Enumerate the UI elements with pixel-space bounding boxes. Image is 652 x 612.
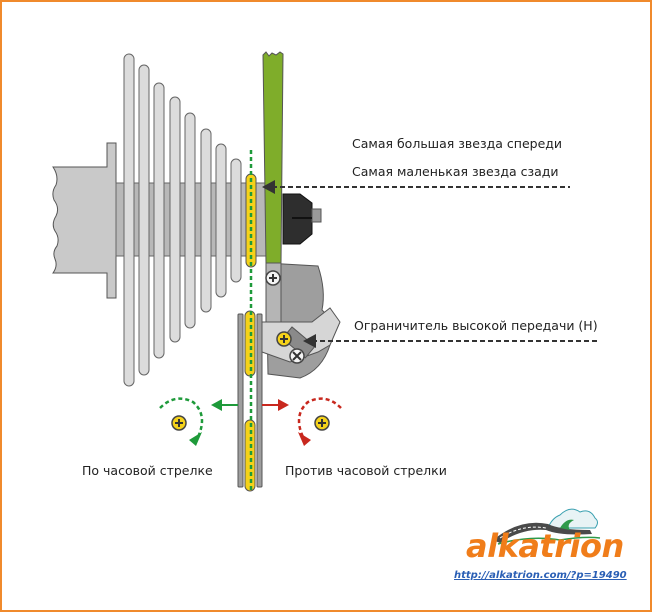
derailleur-body [261, 262, 341, 379]
hanger-bolt [282, 193, 322, 245]
pointer-high-limiter [303, 334, 600, 348]
label-high-limiter: Ограничитель высокой передачи (H) [354, 318, 598, 333]
derailleur-cage [237, 310, 263, 492]
sprocket [215, 143, 227, 298]
label-smallest-rear: Самая маленькая звезда сзади [352, 164, 559, 179]
sprocket [138, 64, 150, 376]
logo-url-link[interactable]: http://alkatrion.com/?p=19490 [454, 570, 627, 581]
sprocket [123, 53, 135, 387]
pointer-smallest-rear [262, 180, 570, 194]
logo-brand-text: alkatrion [466, 527, 624, 565]
front-chainring [262, 51, 284, 264]
cassette [123, 53, 242, 387]
sprocket [169, 96, 181, 343]
label-largest-front: Самая большая звезда спереди [352, 136, 563, 151]
h-limit-screw-icon [276, 331, 292, 347]
label-counterclockwise: Против часовой стрелки [285, 463, 447, 478]
clockwise-rotation-icon [159, 397, 204, 446]
label-clockwise: По часовой стрелке [82, 463, 213, 478]
screw-icon [265, 270, 281, 286]
sprocket [230, 158, 242, 283]
sprocket [184, 112, 196, 329]
sprocket [153, 82, 165, 359]
counterclockwise-rotation-icon [297, 397, 342, 446]
sprocket [200, 128, 212, 313]
arrow-left-green-icon [211, 399, 238, 411]
l-limit-screw-icon [289, 348, 305, 364]
arrow-right-red-icon [262, 399, 289, 411]
logo-graphic [493, 508, 601, 545]
